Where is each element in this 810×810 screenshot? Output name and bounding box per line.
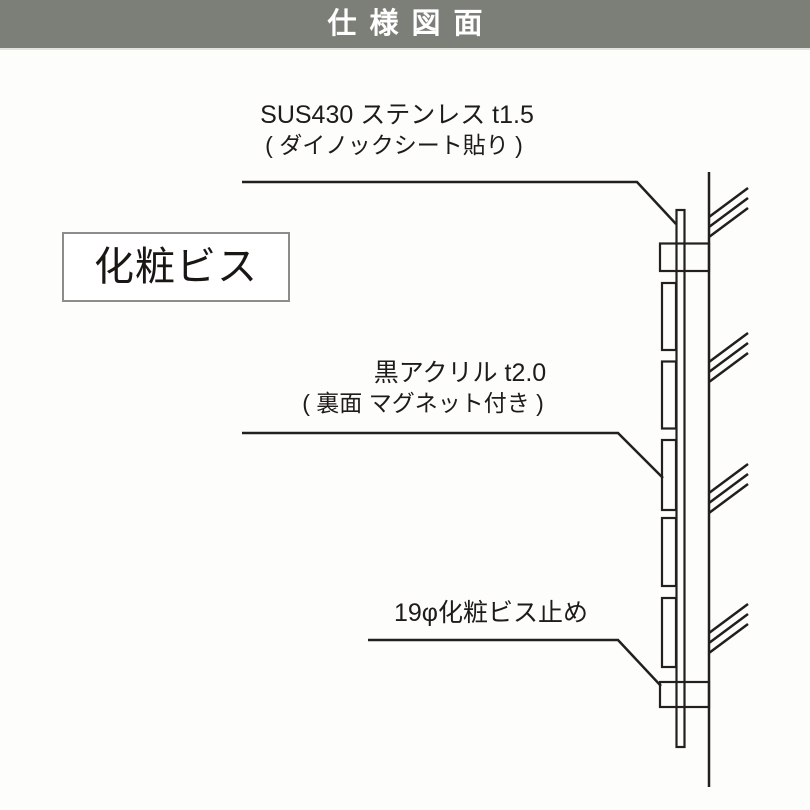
- screw-label-box: 化粧ビス: [62, 232, 290, 302]
- wall-hatch-group-2: [708, 331, 749, 384]
- bottom-screw-label: 19φ化粧ビス止め: [393, 599, 589, 627]
- wall-hatch-group-1: [708, 186, 749, 239]
- sus-label-line1: SUS430 ステンレス t1.5: [260, 101, 534, 129]
- acrylic-label-line2: ( 裏面 マグネット付き ): [302, 390, 544, 416]
- wall-hatch-group-4: [708, 602, 749, 655]
- page-title: 仕様図面: [327, 7, 496, 40]
- acrylic-panel: [660, 516, 678, 588]
- acrylic-panel: [660, 596, 678, 669]
- leader-line-sus: [242, 180, 677, 225]
- screw-box-label-text: 化粧ビス: [94, 245, 258, 289]
- leader-line-screw: [368, 638, 662, 687]
- header-banner: 仕様図面: [0, 0, 810, 50]
- stainless-plate: [675, 208, 686, 749]
- sus-label-line2: ( ダイノックシート貼り ): [265, 132, 523, 158]
- acrylic-panel: [660, 281, 678, 352]
- acrylic-panel: [660, 438, 678, 512]
- leader-line-acrylic: [242, 431, 664, 479]
- bottom-mounting-block: [658, 680, 711, 709]
- acrylic-panel: [660, 360, 678, 430]
- acrylic-label-line1: 黒アクリル t2.0: [373, 359, 547, 387]
- top-mounting-block: [658, 242, 711, 273]
- wall-hatch-group-3: [708, 462, 749, 515]
